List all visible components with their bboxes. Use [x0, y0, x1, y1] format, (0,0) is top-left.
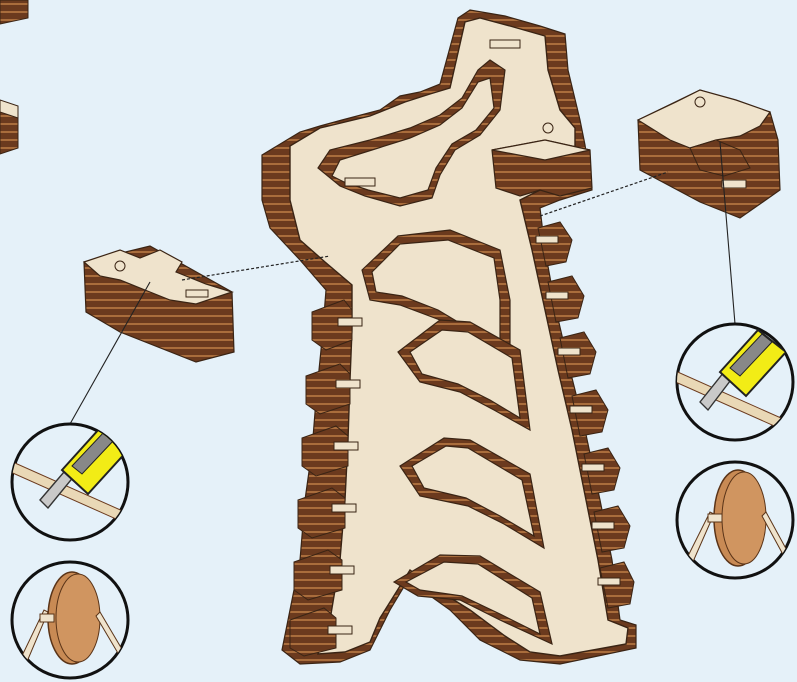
- sanding-disc-detail-right: [677, 462, 793, 578]
- cutter-detail-left: [4, 424, 145, 540]
- sanding-disc-detail-left: [12, 562, 128, 678]
- edge-piece-top-left: [0, 0, 28, 154]
- cutter-detail-right: [664, 324, 797, 442]
- tower-frame: [262, 10, 636, 664]
- left-connector: [84, 246, 234, 362]
- right-connector: [638, 90, 780, 218]
